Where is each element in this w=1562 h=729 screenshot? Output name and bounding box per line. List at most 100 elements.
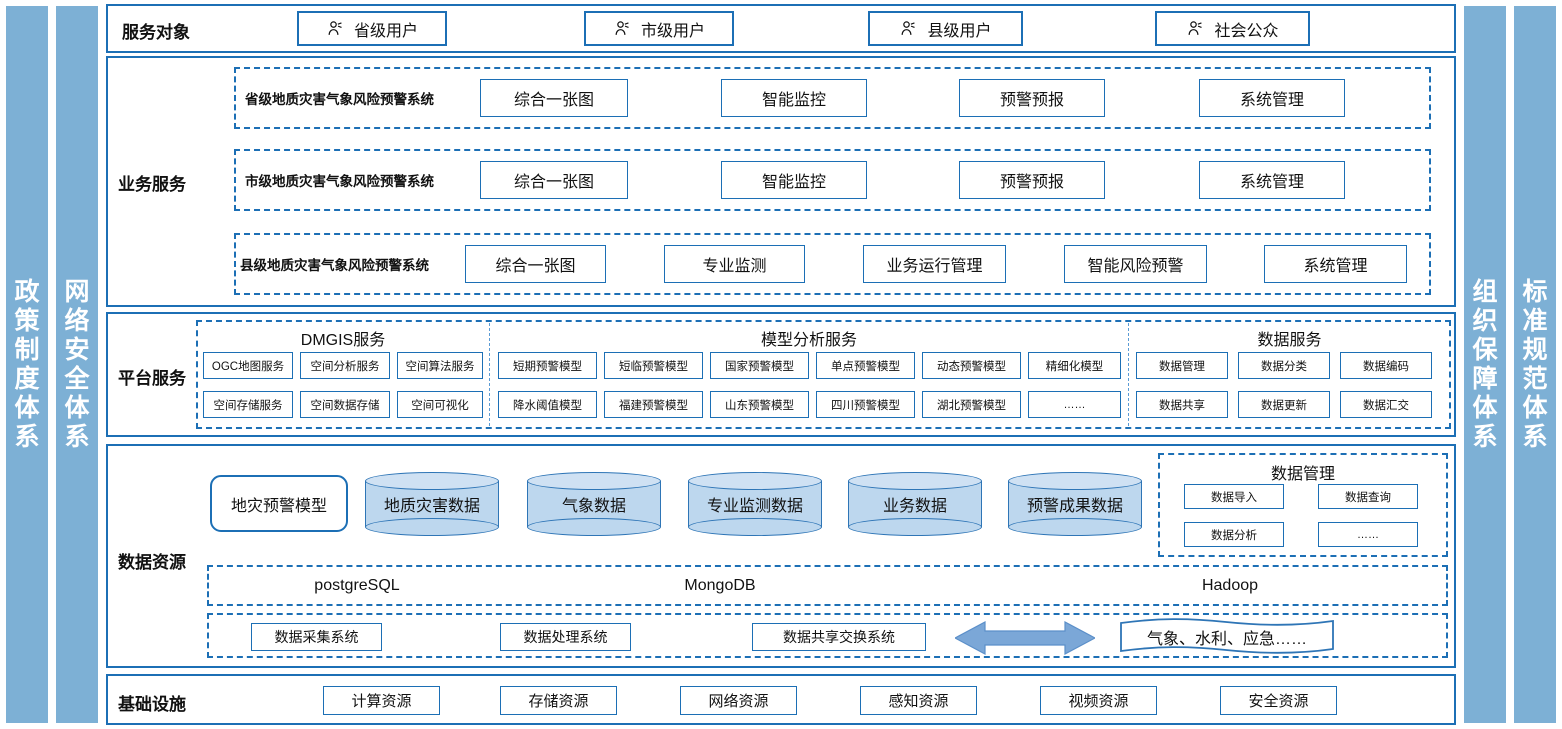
- data-management-title: 数据管理: [1270, 466, 1335, 483]
- business-row-city: [234, 149, 1431, 211]
- user-chip-province[interactable]: 省级用户: [297, 11, 447, 46]
- data-management-item-1[interactable]: 数据查询: [1318, 484, 1418, 509]
- cylinder-warning-result-data[interactable]: 预警成果数据: [1008, 472, 1142, 536]
- platform-group-title-dmgis: DMGIS服务: [300, 332, 386, 349]
- platform-dmgis-item-3[interactable]: 空间存储服务: [203, 391, 293, 418]
- platform-data-item-2[interactable]: 数据编码: [1340, 352, 1432, 379]
- pipeline-processing-system[interactable]: 数据处理系统: [500, 623, 631, 651]
- cylinder-top: [848, 472, 982, 490]
- database-postgresql: postgreSQL: [314, 577, 400, 594]
- data-management-item-0[interactable]: 数据导入: [1184, 484, 1284, 509]
- business-module-county-4[interactable]: 系统管理: [1264, 245, 1407, 283]
- platform-model-item-10[interactable]: 湖北预警模型: [922, 391, 1021, 418]
- cylinder-professional-monitoring-data[interactable]: 专业监测数据: [688, 472, 822, 536]
- platform-dmgis-item-4[interactable]: 空间数据存储: [300, 391, 390, 418]
- business-row-province: [234, 67, 1431, 129]
- platform-dmgis-item-5[interactable]: 空间可视化: [397, 391, 483, 418]
- business-module-province-0[interactable]: 综合一张图: [480, 79, 628, 117]
- platform-data-item-4[interactable]: 数据更新: [1238, 391, 1330, 418]
- sidebar-standard-specification: 标准规范体系: [1514, 6, 1556, 723]
- sidebar-organization-guarantee: 组织保障体系: [1464, 6, 1506, 723]
- platform-model-item-2[interactable]: 国家预警模型: [710, 352, 809, 379]
- database-hadoop: Hadoop: [1201, 577, 1259, 594]
- user-chip-public-label: 社会公众: [1214, 22, 1279, 40]
- platform-model-item-0[interactable]: 短期预警模型: [498, 352, 597, 379]
- data-model-box[interactable]: 地灾预警模型: [210, 475, 348, 532]
- platform-data-item-1[interactable]: 数据分类: [1238, 352, 1330, 379]
- pipeline-collection-system[interactable]: 数据采集系统: [251, 623, 382, 651]
- business-module-city-2[interactable]: 预警预报: [959, 161, 1105, 199]
- infra-resource-0[interactable]: 计算资源: [323, 686, 440, 715]
- business-module-county-0[interactable]: 综合一张图: [465, 245, 606, 283]
- data-management-item-3[interactable]: ……: [1318, 522, 1418, 547]
- infra-resource-2[interactable]: 网络资源: [680, 686, 797, 715]
- user-chip-city-label: 市级用户: [640, 22, 705, 40]
- platform-data-item-0[interactable]: 数据管理: [1136, 352, 1228, 379]
- platform-dmgis-item-1[interactable]: 空间分析服务: [300, 352, 390, 379]
- infra-resource-1[interactable]: 存储资源: [500, 686, 617, 715]
- cylinder-label: 气象数据: [561, 498, 626, 515]
- platform-model-item-7[interactable]: 福建预警模型: [604, 391, 703, 418]
- database-mongodb: MongoDB: [684, 577, 756, 594]
- platform-group-title-data: 数据服务: [1257, 332, 1322, 349]
- double-arrow-icon: [953, 620, 1097, 656]
- platform-dmgis-item-0[interactable]: OGC地图服务: [203, 352, 293, 379]
- cylinder-meteorology-data[interactable]: 气象数据: [527, 472, 661, 536]
- business-module-county-3[interactable]: 智能风险预警: [1064, 245, 1207, 283]
- cylinder-geohazard-data[interactable]: 地质灾害数据: [365, 472, 499, 536]
- cylinder-label: 预警成果数据: [1026, 498, 1123, 515]
- platform-model-item-11[interactable]: ……: [1028, 391, 1121, 418]
- platform-data-item-5[interactable]: 数据汇交: [1340, 391, 1432, 418]
- platform-model-item-9[interactable]: 四川预警模型: [816, 391, 915, 418]
- infra-resource-4[interactable]: 视频资源: [1040, 686, 1157, 715]
- user-chip-city[interactable]: 市级用户: [584, 11, 734, 46]
- user-icon: [328, 21, 342, 35]
- user-icon: [902, 21, 916, 35]
- cylinder-bottom: [365, 518, 499, 536]
- sidebar-network-security: 网络安全体系: [56, 6, 98, 723]
- platform-dmgis-item-2[interactable]: 空间算法服务: [397, 352, 483, 379]
- platform-data-item-3[interactable]: 数据共享: [1136, 391, 1228, 418]
- platform-model-item-1[interactable]: 短临预警模型: [604, 352, 703, 379]
- platform-model-item-8[interactable]: 山东预警模型: [710, 391, 809, 418]
- cylinder-top: [527, 472, 661, 490]
- business-module-county-2[interactable]: 业务运行管理: [863, 245, 1006, 283]
- cylinder-top: [688, 472, 822, 490]
- cylinder-bottom: [848, 518, 982, 536]
- platform-divider-2: [1128, 323, 1129, 426]
- infra-resource-5[interactable]: 安全资源: [1220, 686, 1337, 715]
- sidebar-network-security-label: 网络安全体系: [64, 277, 91, 451]
- platform-services-container: [196, 320, 1451, 429]
- business-module-city-0[interactable]: 综合一张图: [480, 161, 628, 199]
- user-chip-county[interactable]: 县级用户: [868, 11, 1023, 46]
- business-module-province-1[interactable]: 智能监控: [721, 79, 867, 117]
- sidebar-standard-label: 标准规范体系: [1522, 277, 1549, 451]
- platform-model-item-4[interactable]: 动态预警模型: [922, 352, 1021, 379]
- data-pipeline-row: [207, 613, 1448, 658]
- sidebar-policy-label: 政策制度体系: [14, 277, 41, 451]
- layer-service-objects-label: 服务对象: [122, 23, 190, 42]
- business-module-province-2[interactable]: 预警预报: [959, 79, 1105, 117]
- cylinder-bottom: [1008, 518, 1142, 536]
- cylinder-business-data[interactable]: 业务数据: [848, 472, 982, 536]
- platform-model-item-5[interactable]: 精细化模型: [1028, 352, 1121, 379]
- data-management-item-2[interactable]: 数据分析: [1184, 522, 1284, 547]
- business-module-province-3[interactable]: 系统管理: [1199, 79, 1345, 117]
- business-row-county-system: 县级地质灾害气象风险预警系统: [240, 258, 429, 273]
- business-module-city-3[interactable]: 系统管理: [1199, 161, 1345, 199]
- business-module-county-1[interactable]: 专业监测: [664, 245, 805, 283]
- platform-model-item-6[interactable]: 降水阈值模型: [498, 391, 597, 418]
- pipeline-exchange-system[interactable]: 数据共享交换系统: [752, 623, 926, 651]
- layer-platform-services-label: 平台服务: [118, 369, 186, 388]
- business-module-city-1[interactable]: 智能监控: [721, 161, 867, 199]
- cylinder-label: 业务数据: [882, 498, 947, 515]
- user-icon: [1189, 21, 1203, 35]
- external-departments-doc[interactable]: 气象、水利、应急……: [1118, 617, 1336, 657]
- infra-resource-3[interactable]: 感知资源: [860, 686, 977, 715]
- cylinder-bottom: [688, 518, 822, 536]
- user-chip-public[interactable]: 社会公众: [1155, 11, 1310, 46]
- sidebar-policy-system: 政策制度体系: [6, 6, 48, 723]
- cylinder-bottom: [527, 518, 661, 536]
- platform-model-item-3[interactable]: 单点预警模型: [816, 352, 915, 379]
